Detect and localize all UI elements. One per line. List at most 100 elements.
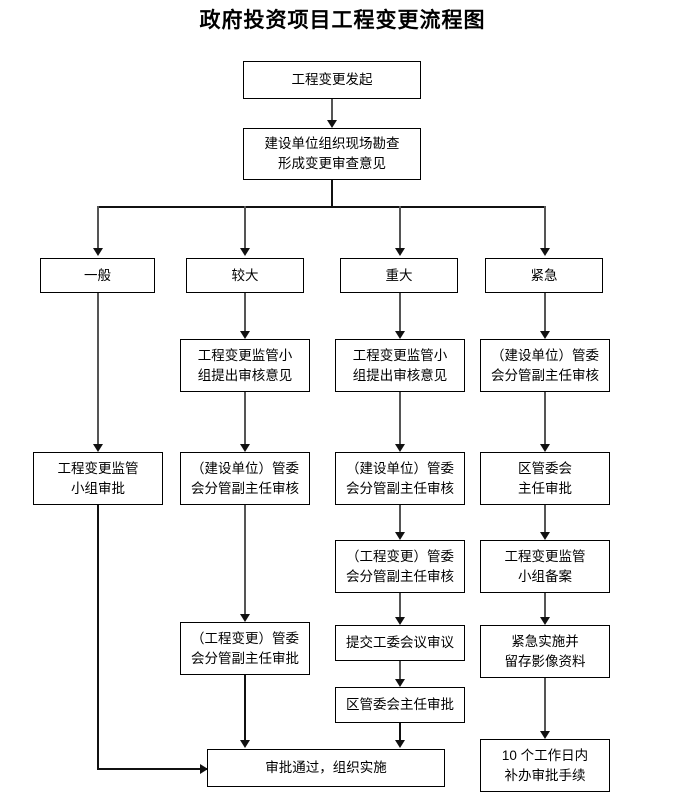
node-cat1-label: 一般 [84, 267, 111, 283]
arrow-c4b-to-c4c [540, 532, 550, 540]
edge-cat3-to-c3a [399, 293, 401, 335]
node-c3d-line1: 提交工委会议审议 [346, 635, 454, 651]
arrow-c3b-to-c3c [395, 532, 405, 540]
arrow-c4d-to-c4e [540, 731, 550, 739]
page-title: 政府投资项目工程变更流程图 [199, 8, 486, 32]
edge-c4a-to-c4b [544, 392, 546, 448]
edge-c4b-to-c4c [544, 505, 546, 536]
node-category-larger[interactable]: 较大 [186, 258, 304, 293]
edge-cat4-to-c4a [544, 293, 546, 335]
node-c2a-line2: 组提出审核意见 [197, 367, 293, 383]
arrow-c2a-to-c2b [240, 444, 250, 452]
arrow-c3e-to-end [395, 740, 405, 748]
node-c3b-line2: 会分管副主任审核 [346, 480, 454, 496]
node-survey-line1: 建设单位组织现场勘查 [264, 136, 400, 152]
node-c4d-line1: 紧急实施并 [511, 633, 579, 649]
node-c3a-line1: 工程变更监管小 [352, 347, 448, 363]
arrow-c3c-to-c3d [395, 617, 405, 625]
node-c3c-line2: 会分管副主任审核 [346, 568, 454, 584]
node-urgent-supervision-record[interactable]: 工程变更监管 小组备案 [480, 540, 610, 593]
node-c1a-line1: 工程变更监管 [57, 460, 139, 476]
node-cat2-label: 较大 [231, 267, 259, 283]
node-general-approval[interactable]: 工程变更监管 小组审批 [33, 452, 163, 505]
node-category-major[interactable]: 重大 [340, 258, 458, 293]
arrow-c4c-to-c4d [540, 617, 550, 625]
node-c3b-line1: （建设单位）管委 [346, 460, 454, 476]
edge-c2c-to-end [244, 675, 246, 743]
splitter-bar [97, 206, 545, 208]
node-survey[interactable]: 建设单位组织现场勘查 形成变更审查意见 [243, 128, 421, 180]
arrow-c2b-to-c2c [240, 614, 250, 622]
edge-split-to-cat3 [399, 206, 401, 251]
edge-cat2-to-c2a [244, 293, 246, 335]
node-urgent-unit-deputy-review[interactable]: （建设单位）管委 会分管副主任审核 [480, 339, 610, 392]
node-major-review-opinion[interactable]: 工程变更监管小 组提出审核意见 [335, 339, 465, 392]
arrow-start-to-survey [327, 120, 337, 128]
arrow-split-to-cat2 [240, 248, 250, 256]
node-c4b-line2: 主任审批 [518, 480, 572, 496]
edge-c3a-to-c3b [399, 392, 401, 448]
node-c2a-line1: 工程变更监管小 [197, 347, 293, 363]
edge-c2b-to-c2c [244, 505, 246, 618]
edge-c2a-to-c2b [244, 392, 246, 448]
node-urgent-implementation[interactable]: 紧急实施并 留存影像资料 [480, 625, 610, 678]
node-larger-review-opinion[interactable]: 工程变更监管小 组提出审核意见 [180, 339, 310, 392]
node-c4d-line2: 留存影像资料 [504, 653, 586, 669]
arrow-c4a-to-c4b [540, 444, 550, 452]
edge-cat1-to-c1a [97, 293, 99, 448]
node-c4a-line1: （建设单位）管委 [491, 347, 599, 363]
node-category-general[interactable]: 一般 [40, 258, 155, 293]
edge-c3c-to-c3d [399, 593, 401, 621]
edge-split-to-cat1 [97, 206, 99, 251]
node-c4b-line1: 区管委会 [518, 460, 572, 476]
node-major-district-director-approval[interactable]: 区管委会主任审批 [335, 687, 465, 723]
arrow-cat4-to-c4a [540, 331, 550, 339]
node-major-change-deputy-review[interactable]: （工程变更）管委 会分管副主任审核 [335, 540, 465, 593]
edge-c3e-to-end [399, 723, 401, 743]
node-urgent-district-director-approval[interactable]: 区管委会 主任审批 [480, 452, 610, 505]
arrow-split-to-cat4 [540, 248, 550, 256]
node-urgent-post-approval[interactable]: 10 个工作日内 补办审批手续 [480, 739, 610, 792]
node-larger-change-deputy-approval[interactable]: （工程变更）管委 会分管副主任审批 [180, 622, 310, 675]
edge-c3d-to-c3e [399, 661, 401, 683]
arrow-cat2-to-c2a [240, 331, 250, 339]
arrow-cat1-to-c1a [93, 444, 103, 452]
arrow-c1a-to-end [200, 764, 208, 774]
node-category-urgent[interactable]: 紧急 [485, 258, 603, 293]
arrow-split-to-cat1 [93, 248, 103, 256]
node-start-line1: 工程变更发起 [291, 72, 373, 88]
edge-c1a-to-end-vertical [97, 505, 99, 769]
edge-split-to-cat2 [244, 206, 246, 251]
arrow-split-to-cat3 [395, 248, 405, 256]
node-c3a-line2: 组提出审核意见 [352, 367, 448, 383]
node-survey-line2: 形成变更审查意见 [278, 156, 386, 171]
edge-start-to-survey [331, 99, 333, 123]
node-c4e-line2: 补办审批手续 [504, 767, 586, 783]
node-c4c-line1: 工程变更监管 [504, 548, 586, 564]
arrow-cat3-to-c3a [395, 331, 405, 339]
node-c4a-line2: 会分管副主任审核 [491, 367, 599, 383]
node-larger-unit-deputy-review[interactable]: （建设单位）管委 会分管副主任审核 [180, 452, 310, 505]
node-major-unit-deputy-review[interactable]: （建设单位）管委 会分管副主任审核 [335, 452, 465, 505]
edge-split-to-cat4 [544, 206, 546, 251]
arrow-c3d-to-c3e [395, 679, 405, 687]
edge-c1a-to-end-horizontal [97, 768, 207, 770]
edge-c3b-to-c3c [399, 505, 401, 536]
node-cat3-label: 重大 [385, 267, 413, 283]
edge-c4d-to-c4e [544, 678, 546, 735]
node-end-approved-implement[interactable]: 审批通过，组织实施 [207, 749, 445, 787]
node-c2b-line2: 会分管副主任审核 [191, 480, 299, 496]
arrow-c3a-to-c3b [395, 444, 405, 452]
splitter-stem [331, 180, 333, 207]
node-c1a-line2: 小组审批 [71, 480, 125, 496]
arrow-c2c-to-end [240, 740, 250, 748]
node-c4c-line2: 小组备案 [518, 568, 572, 584]
node-end-line1: 审批通过，组织实施 [265, 760, 387, 776]
node-start[interactable]: 工程变更发起 [243, 61, 421, 99]
node-c4e-line1: 10 个工作日内 [501, 747, 589, 763]
node-c2b-line1: （建设单位）管委 [191, 460, 299, 476]
node-c3c-line1: （工程变更）管委 [346, 548, 454, 564]
node-c3e-line1: 区管委会主任审批 [346, 697, 454, 713]
node-major-committee-meeting[interactable]: 提交工委会议审议 [335, 625, 465, 661]
